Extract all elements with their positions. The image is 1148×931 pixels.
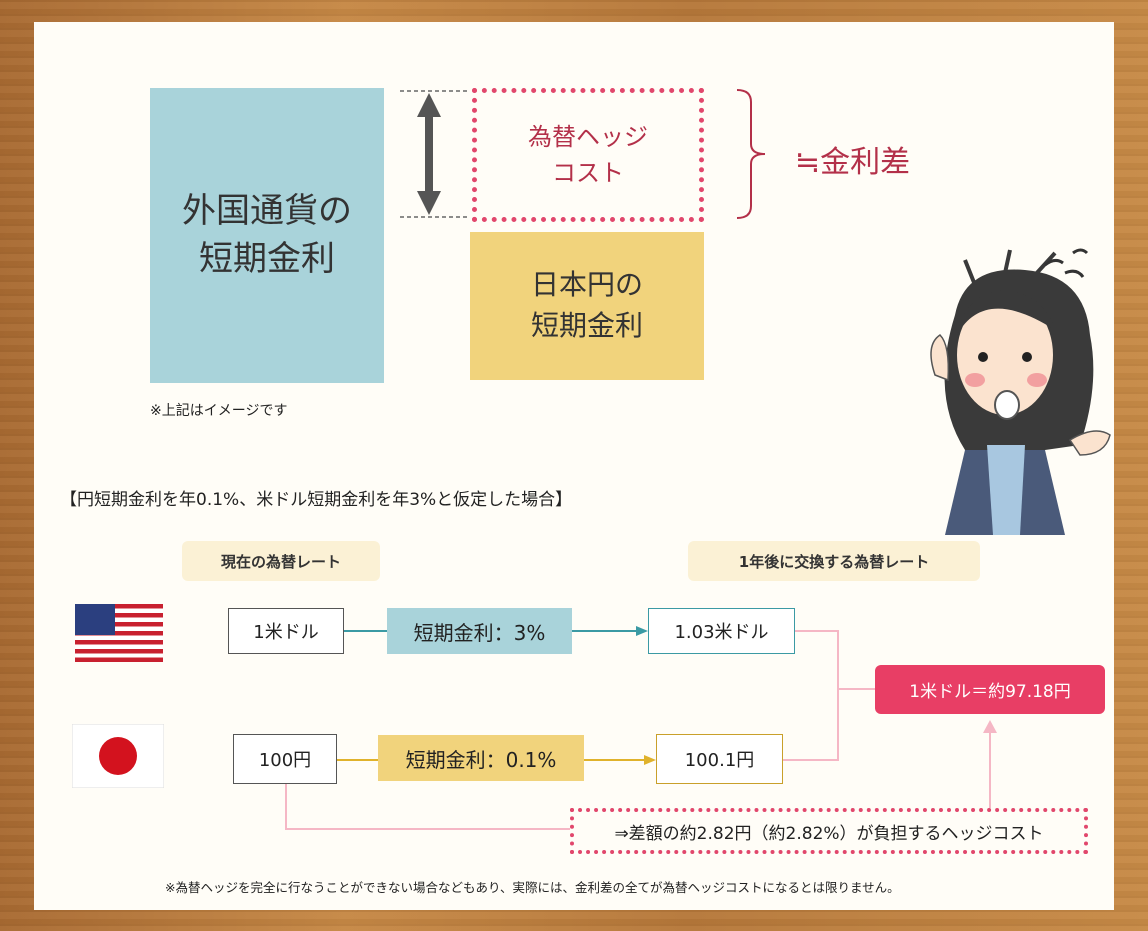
- hedge-cost-note: ⇒差額の約2.82円（約2.82%）が負担するヘッジコスト: [570, 808, 1088, 854]
- worried-woman-illustration: [930, 248, 1111, 535]
- image-note: ※上記はイメージです: [150, 403, 288, 419]
- japan-flag-icon: [72, 724, 164, 788]
- spread-arrow: [400, 90, 467, 218]
- approx-rate-diff: ≒金利差: [795, 145, 911, 180]
- foreign-rate-line2: 短期金利: [199, 238, 335, 279]
- foreign-rate-box: 外国通貨の短期金利: [150, 88, 384, 383]
- jpy-end-box: 100.1円: [656, 734, 783, 784]
- jpy-start-box: 100円: [233, 734, 337, 784]
- us-flag-icon: [75, 604, 163, 662]
- hedge-cost-box: 為替ヘッジコスト: [472, 88, 704, 222]
- hedge-cost-line2: コスト: [552, 159, 624, 187]
- usd-start-box: 1米ドル: [228, 608, 344, 654]
- yen-rate-line1: 日本円の: [530, 268, 643, 302]
- footnote: ※為替ヘッジを完全に行なうことができない場合などもあり、実際には、金利差の全てが…: [165, 880, 900, 895]
- yen-rate-box: 日本円の短期金利: [470, 232, 704, 380]
- result-rate-box: 1米ドル＝約97.18円: [875, 665, 1105, 714]
- future-rate-label: 1年後に交換する為替レート: [688, 541, 980, 581]
- assumption-text: 【円短期金利を年0.1%、米ドル短期金利を年3%と仮定した場合】: [60, 490, 573, 510]
- yen-rate-line2: 短期金利: [530, 309, 643, 342]
- curly-brace: [736, 89, 766, 219]
- current-rate-label: 現在の為替レート: [182, 541, 380, 581]
- usd-rate-box: 短期金利：3%: [387, 608, 572, 654]
- hedge-cost-line1: 為替ヘッジ: [528, 123, 648, 151]
- jpy-rate-box: 短期金利：0.1%: [378, 735, 584, 781]
- foreign-rate-line1: 外国通貨の: [182, 190, 352, 231]
- usd-end-box: 1.03米ドル: [648, 608, 795, 654]
